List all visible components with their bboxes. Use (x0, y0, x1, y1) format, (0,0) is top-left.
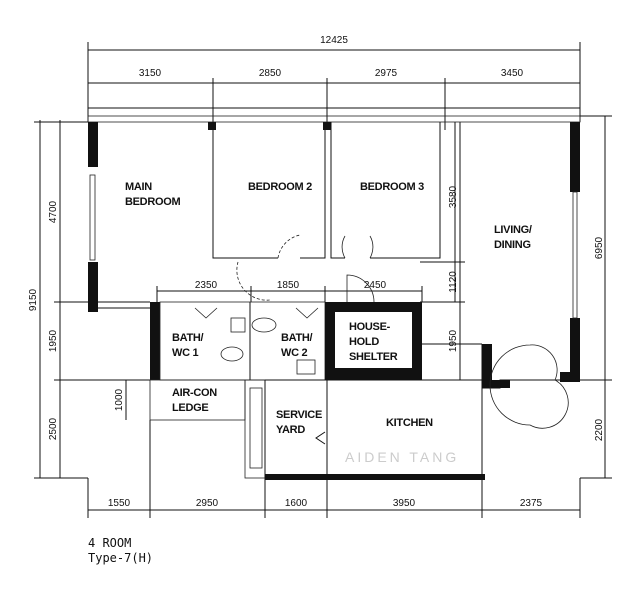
dim-top-1: 3150 (139, 68, 162, 79)
label-bath1-2: WC 1 (172, 347, 198, 359)
dim-left-total: 9150 (28, 288, 39, 311)
label-aircon-2: LEDGE (172, 402, 208, 414)
dim-bottom-1: 1550 (108, 498, 131, 509)
label-main-bedroom-1: MAIN (125, 181, 152, 193)
caption-type-code: Type-7(H) (88, 551, 154, 565)
label-shelter-3: SHELTER (349, 351, 398, 363)
right-dimensions: 6950 2200 3580 1120 1950 (420, 115, 612, 479)
dim-aircon: 1000 (114, 388, 125, 411)
dim-inner-right-3: 1950 (448, 329, 459, 352)
label-aircon-1: AIR-CON (172, 387, 217, 399)
label-service-1: SERVICE (276, 409, 322, 421)
dim-bottom-2: 2950 (196, 498, 219, 509)
top-dimensions: 12425 3150 2850 2975 3450 (87, 35, 581, 130)
fixtures (220, 317, 316, 375)
room-labels: MAIN BEDROOM BEDROOM 2 BEDROOM 3 LIVING/… (125, 181, 532, 436)
dim-top-total: 12425 (320, 35, 348, 46)
dim-bottom-4: 3950 (393, 498, 416, 509)
caption-room-type: 4 ROOM (88, 536, 132, 550)
sink-icon (296, 359, 316, 375)
dim-right-total: 6950 (594, 236, 605, 259)
label-bedroom2: BEDROOM 2 (248, 181, 312, 193)
label-bedroom3: BEDROOM 3 (360, 181, 424, 193)
bottom-dimensions: 1550 2950 1600 3950 2375 (87, 420, 581, 518)
watermark: AIDEN TANG (345, 449, 459, 465)
label-shelter-2: HOLD (349, 336, 379, 348)
label-kitchen: KITCHEN (386, 417, 433, 429)
label-living-1: LIVING/ (494, 224, 532, 236)
inner-dimensions: 2350 1850 2450 (156, 280, 423, 302)
dim-bottom-3: 1600 (285, 498, 308, 509)
dim-left-2: 1950 (48, 329, 59, 352)
dim-left-1: 4700 (48, 200, 59, 223)
toilet-icon (220, 346, 244, 362)
dim-inner-right-1: 3580 (448, 185, 459, 208)
label-main-bedroom-2: BEDROOM (125, 196, 180, 208)
label-shelter-1: HOUSE- (349, 321, 391, 333)
walls (87, 115, 581, 480)
label-bath2-1: BATH/ (281, 332, 313, 344)
dim-top-4: 3450 (501, 68, 524, 79)
dim-inner-right-2: 1120 (448, 271, 459, 293)
dim-right-2: 2200 (594, 418, 605, 441)
dim-bottom-5: 2375 (520, 498, 543, 509)
dim-left-3: 2500 (48, 417, 59, 440)
dim-top-2: 2850 (259, 68, 282, 79)
doors (194, 234, 569, 445)
sink-icon (230, 317, 246, 333)
toilet-icon (251, 317, 277, 333)
label-service-2: YARD (276, 424, 305, 436)
dim-inner-2: 1850 (277, 280, 300, 291)
dim-inner-1: 2350 (195, 280, 218, 291)
label-bath2-2: WC 2 (281, 347, 307, 359)
label-living-2: DINING (494, 239, 531, 251)
dim-inner-3: 2450 (364, 280, 387, 291)
dim-top-3: 2975 (375, 68, 398, 79)
label-bath1-1: BATH/ (172, 332, 204, 344)
